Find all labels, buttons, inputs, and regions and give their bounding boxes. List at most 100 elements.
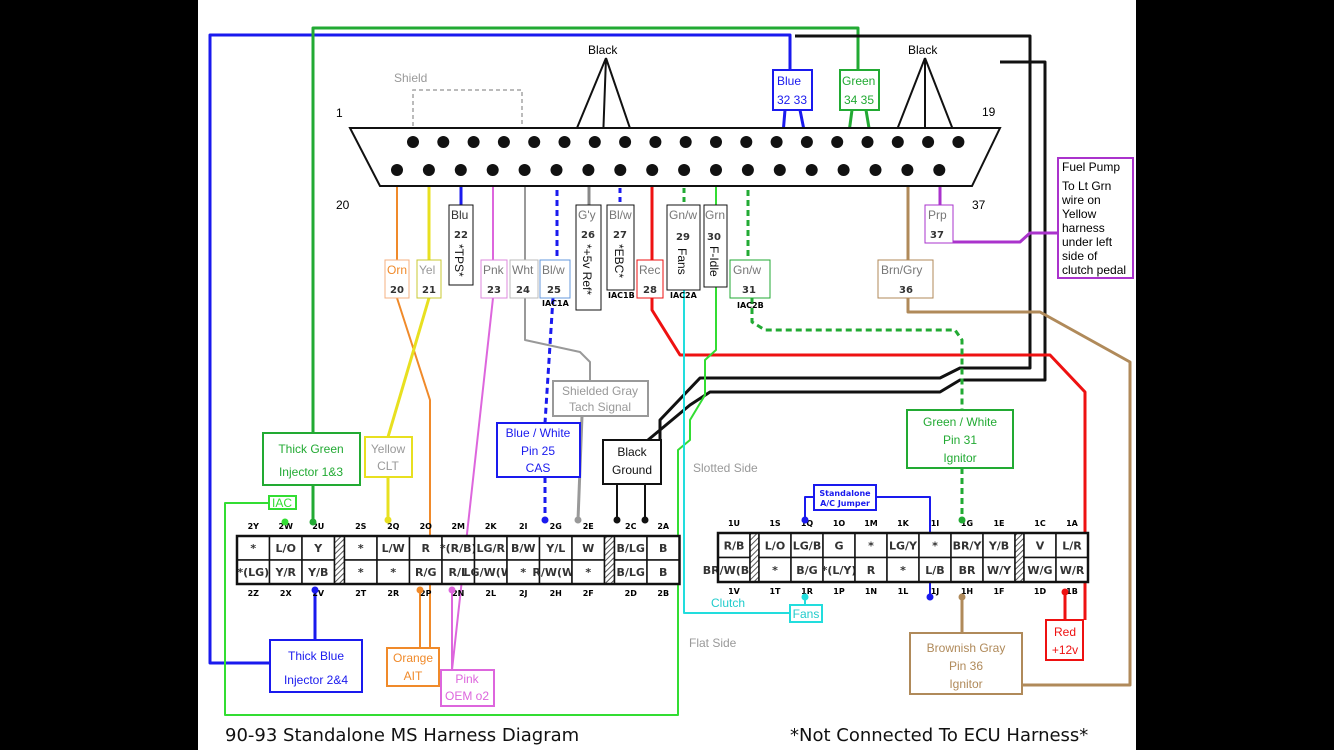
- connector-pin: [773, 164, 786, 176]
- pin-number: 27: [613, 230, 627, 241]
- plug-top-label: 1I: [931, 519, 940, 528]
- plug-top: Y: [313, 542, 323, 555]
- plug-top-label: 2I: [519, 522, 528, 531]
- plug-top-label: 1U: [728, 519, 740, 528]
- plug-cell: [613, 559, 648, 585]
- connector-pin: [528, 136, 541, 148]
- plug-top-label: 2Y: [248, 522, 260, 531]
- pin-number: 36: [899, 285, 913, 296]
- callout-line: IAC: [272, 496, 292, 510]
- shield-label: Shield: [394, 71, 427, 85]
- callout-line: Pin 25: [521, 444, 555, 458]
- fuel-pump-line: side of: [1062, 249, 1098, 263]
- callout-line: Ignitor: [949, 677, 982, 691]
- plug-top: *: [868, 539, 874, 552]
- plug-cell: [646, 535, 681, 561]
- plug-bottom: *: [900, 564, 906, 577]
- pin-number: 37: [930, 230, 944, 241]
- plug-bottom: R: [867, 564, 876, 577]
- wire-terminal-dot: [958, 593, 966, 601]
- plug-top: Y/B: [988, 539, 1009, 552]
- connector-pin: [710, 164, 722, 176]
- wire-yellow-21: [386, 170, 431, 438]
- plug-cell: [918, 556, 952, 583]
- connector-pin: [422, 164, 435, 176]
- plug-bottom-label: 1F: [993, 587, 1004, 596]
- green-34-35-box: Green 34 35: [839, 69, 880, 111]
- plug-top: L/W: [382, 542, 405, 555]
- plug-column: 1OG*(L/Y)1P: [822, 519, 857, 596]
- plug-bottom: *(L/Y): [822, 564, 857, 577]
- connector-pin: [901, 164, 914, 176]
- connector-pin: [486, 164, 499, 176]
- plug-top-label: 2O: [420, 522, 433, 531]
- plug-top: R/B: [724, 539, 745, 552]
- plug-top-label: 1S: [769, 519, 781, 528]
- callout-line: CLT: [377, 459, 399, 473]
- wire-terminal-dot: [1061, 588, 1069, 596]
- plug-top-label: 1M: [864, 519, 878, 528]
- wire-color: Bl/w: [542, 263, 565, 277]
- plug-top: LG/Y: [889, 539, 918, 552]
- plug-top-label: 2G: [550, 522, 562, 531]
- callout-thick-green: Thick Green Injector 1&3: [262, 432, 361, 486]
- pin-number: 24: [516, 285, 530, 296]
- plug-top: R: [422, 542, 431, 555]
- callout-line: Fans: [793, 607, 820, 621]
- callout-line: Green / White: [923, 415, 997, 429]
- pin-number: 28: [643, 285, 657, 296]
- plug-separator: [333, 535, 346, 585]
- wire-color: Bl/w: [609, 208, 632, 222]
- plug-top: *(R/B): [440, 542, 477, 555]
- plug-bottom: B/LG: [617, 566, 645, 579]
- wire-color: Prp: [928, 208, 947, 222]
- plug-top: BR/Y: [953, 539, 983, 552]
- pin-number: 22: [454, 230, 468, 241]
- callout-line: CAS: [526, 461, 551, 475]
- plug-bottom-label: 1L: [898, 587, 909, 596]
- plug-bottom: R/L: [449, 566, 469, 579]
- callout-line: Ignitor: [943, 451, 976, 465]
- wire-color: Rec: [639, 263, 660, 277]
- fuel-pump-line: To Lt Grn: [1062, 179, 1111, 193]
- wires: [208, 26, 1132, 716]
- plug-bottom-label: 1J: [931, 587, 940, 596]
- plug-column: 2Y**(LG)2Z: [236, 522, 271, 598]
- plug-column: 2WL/OY/R2X: [268, 522, 303, 598]
- ecu-plug-1: 1UR/BBR/W(B/L)1V1SL/O*1T1QLG/BB/G1R1OG*(…: [703, 519, 1090, 596]
- plug-top-label: 1G: [961, 519, 973, 528]
- plug-bottom-label: 1N: [865, 587, 877, 596]
- connector-pin: [952, 136, 965, 148]
- callout-line: Orange: [393, 651, 433, 665]
- callout-ac-jumper: Standalone A/C Jumper: [813, 484, 877, 511]
- plug-bottom-label: 2F: [583, 589, 594, 598]
- wire-black-fork-right: [892, 57, 958, 141]
- iac-sub-label: IAC1B: [608, 291, 635, 300]
- plug-cell: [646, 559, 681, 585]
- pin-number: 21: [422, 285, 436, 296]
- pin-label-37: 37: [972, 198, 986, 212]
- plug-top-label: 2E: [583, 522, 594, 531]
- plug-top: V: [1036, 539, 1045, 552]
- plug-top-label: 2K: [485, 522, 498, 531]
- plug-top: L/R: [1062, 539, 1082, 552]
- callout-line: Brownish Gray: [927, 641, 1006, 655]
- callout-line: Thick Green: [278, 442, 343, 456]
- connector-pin: [467, 136, 480, 148]
- fuel-pump-title: Fuel Pump: [1062, 160, 1120, 174]
- plug-bottom-label: 2H: [550, 589, 562, 598]
- plug-bottom: B/G: [796, 564, 817, 577]
- pin-number: 23: [487, 285, 501, 296]
- wire-color: Gn/w: [669, 208, 697, 222]
- callout-line: Thick Blue: [288, 649, 344, 663]
- plug-top-label: 1C: [1034, 519, 1046, 528]
- fuel-pump-note: Fuel Pump To Lt Grn wire on Yellow harne…: [1057, 157, 1134, 279]
- connector-pin: [550, 164, 563, 176]
- plug-cell: [758, 556, 792, 583]
- callout-yellow-clt: Yellow CLT: [364, 436, 413, 478]
- plug-bottom: BR: [959, 564, 976, 577]
- connector-pin: [518, 164, 531, 176]
- pin-20-box: Orn 20: [384, 259, 410, 299]
